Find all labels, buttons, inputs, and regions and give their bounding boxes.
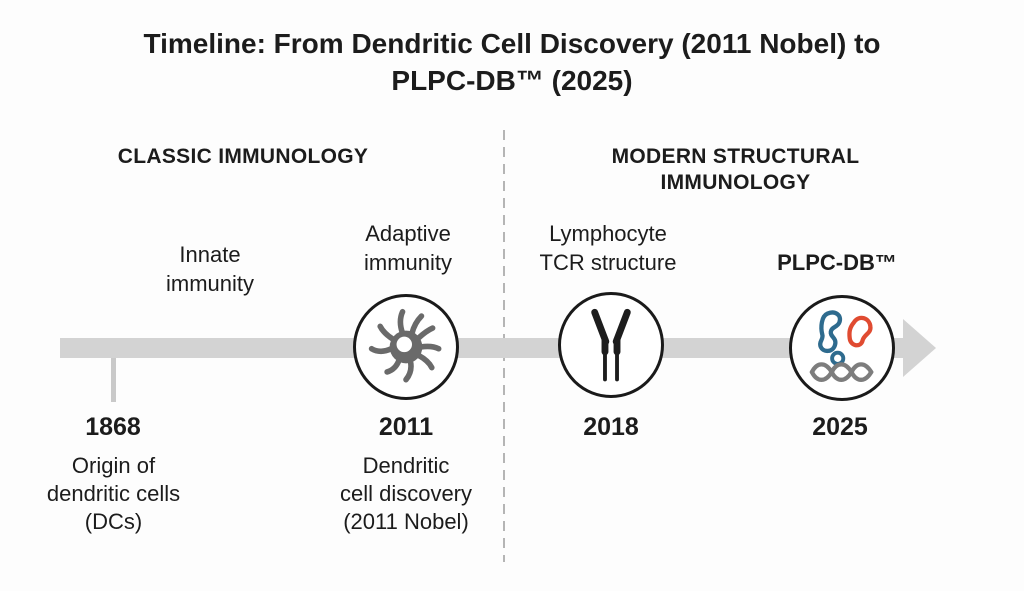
year-label-2011: 2011 <box>378 413 434 441</box>
protein-blue-shape <box>818 310 843 354</box>
label-lymphocyte-tcr-structure: Lymphocyte TCR structure <box>539 221 677 275</box>
timeline-arrowhead-icon <box>903 319 936 377</box>
milestone-circle-2025 <box>789 295 895 401</box>
timeline-bar <box>60 338 905 358</box>
tcr-structure-icon <box>591 308 631 382</box>
label-adaptive-immunity: Adaptive immunity <box>363 221 452 275</box>
milestone-circle-2018 <box>558 292 664 398</box>
section-header-classic-immunology: CLASSIC IMMUNOLOGY <box>117 145 369 168</box>
label-dendritic-cell-discovery: Dendritic cell discovery (2011 Nobel) <box>339 453 473 535</box>
year-label-2025: 2025 <box>812 413 868 441</box>
protein-complex-icon <box>809 310 874 382</box>
label-origin-of-dendritic-cells: Origin of dendritic cells (DCs) <box>46 453 181 535</box>
label-innate-immunity: Innate immunity <box>165 242 254 296</box>
section-header-modern-structural-immunology: MODERN STRUCTURAL IMMUNOLOGY <box>611 145 860 195</box>
year-label-2018: 2018 <box>583 413 639 441</box>
diagram-title: Timeline: From Dendritic Cell Discovery … <box>143 28 881 96</box>
year-label-1868: 1868 <box>85 413 141 441</box>
milestone-circle-2011 <box>353 294 459 400</box>
protein-red-shape <box>847 315 873 348</box>
dendritic-cell-icon <box>368 308 442 383</box>
label-plpc-db: PLPC-DB™ <box>777 250 897 275</box>
milestone-tick-1868 <box>111 358 116 402</box>
dna-helix-shape <box>809 362 874 382</box>
